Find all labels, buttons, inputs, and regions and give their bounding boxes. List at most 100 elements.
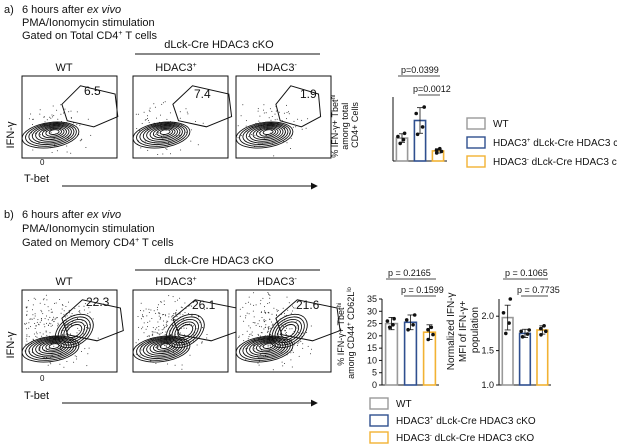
data-point: [439, 149, 444, 154]
panel-b-stimulation: PMA/Ionomycin stimulation: [22, 223, 155, 235]
bar-ytick-label: 10: [367, 355, 377, 365]
data-point: [507, 321, 511, 325]
data-point: [392, 316, 396, 321]
data-point: [519, 329, 523, 334]
bar-ytick-label: 30: [367, 306, 377, 316]
panel-b-header: 6 hours after ex vivo: [22, 209, 121, 221]
data-point: [420, 125, 425, 129]
data-point: [398, 141, 403, 146]
panel-b-xaxis-label: T-bet: [24, 390, 49, 402]
panel-a-gate-value-wt: 6.5: [84, 84, 101, 98]
bar-1: [518, 332, 532, 386]
panel-a-letter: a): [4, 4, 14, 16]
panel-a-pvalue-2: p=0.0012: [413, 84, 451, 94]
bar-1: [403, 321, 418, 386]
data-point: [387, 325, 392, 330]
panel-b-legend: WT HDAC3+ dLck-Cre HDAC3 cKO HDAC3- dLck…: [369, 397, 536, 444]
panel-b1-pvalues: p = 0.2165 p = 0.1599: [386, 268, 444, 297]
bar-ytick-label: 2.0: [481, 311, 494, 321]
legend-b-label-wt: WT: [396, 399, 412, 410]
data-point: [401, 137, 406, 142]
data-point: [434, 151, 439, 155]
data-point: [542, 324, 546, 328]
legend-a-swatch-hdac3-neg: [466, 155, 486, 168]
panel-b: b) 6 hours after ex vivo PMA/Ionomycin s…: [4, 209, 560, 444]
panel-b-plot-label-hdac3-pos: HDAC3+: [155, 276, 196, 288]
data-point: [504, 331, 508, 336]
panel-b-flow-plots: 22.3 26.1 21.6: [21, 289, 341, 373]
bar-ytick-label: 35: [367, 294, 377, 304]
legend-a-label-hdac3-pos: HDAC3+ dLck-Cre HDAC3 cKO: [493, 138, 617, 149]
data-point: [438, 146, 442, 151]
panel-a-pvalues: p=0.0399 p=0.0012: [398, 65, 451, 96]
panel-b-plot-label-wt: WT: [55, 276, 72, 288]
data-point: [508, 297, 513, 301]
flow-plot: [235, 289, 341, 373]
data-point: [422, 105, 427, 109]
panel-b-gate-value-hdac3-pos: 26.1: [192, 298, 216, 312]
bar-ytick-label: 1.0: [481, 380, 494, 390]
panel-a-plot-label-hdac3-neg: HDAC3-: [257, 62, 297, 74]
data-point: [411, 323, 415, 327]
legend-b-label-hdac3-pos: HDAC3+ dLck-Cre HDAC3 cKO: [396, 416, 536, 427]
panel-a: a) 6 hours after ex vivo PMA/Ionomycin s…: [4, 4, 617, 190]
data-point: [544, 329, 548, 334]
panel-b-tick-zero: 0: [40, 374, 45, 383]
data-point: [429, 325, 434, 330]
data-point: [527, 328, 531, 332]
panel-a-plot-label-hdac3-pos: HDAC3+: [155, 62, 196, 74]
data-point: [412, 313, 417, 317]
panel-b2-pvalue-1: p = 0.1065: [505, 268, 548, 278]
data-point: [525, 332, 530, 336]
legend-a-label-wt: WT: [493, 119, 509, 130]
panel-a-gating: Gated on Total CD4+ T cells: [22, 30, 157, 42]
data-point: [415, 132, 420, 137]
bar-ytick-label: 1.5: [481, 346, 494, 356]
data-point: [404, 318, 409, 322]
legend-b-swatch-hdac3-pos: [369, 414, 389, 427]
data-point: [402, 131, 407, 136]
flow-plot: [21, 75, 119, 159]
flow-plot: [21, 289, 124, 373]
legend-b-swatch-wt: [369, 397, 389, 410]
data-point: [539, 333, 543, 337]
panel-a-pvalue-1: p=0.0399: [401, 65, 439, 75]
panel-a-group-label: dLck-Cre HDAC3 cKO: [164, 39, 274, 51]
data-point: [431, 332, 435, 337]
flow-plot: [132, 289, 241, 373]
panel-a-bar-ylabel: % IFN-γ+ Tbethi among total CD4+ Cells: [327, 92, 360, 157]
panel-b1-pvalue-2: p = 0.1599: [401, 285, 444, 295]
legend-a-swatch-hdac3-pos: [466, 136, 486, 149]
panel-b1-pvalue-1: p = 0.2165: [388, 268, 431, 278]
legend-b-label-hdac3-neg: HDAC3- dLck-Cre HDAC3 cKO: [396, 433, 534, 444]
panel-a-plot-label-wt: WT: [55, 62, 72, 74]
panel-b-bar1-ylabel: % IFN-γ+ Tbethi among CD44+ CD62Llo: [333, 286, 356, 378]
data-point: [426, 337, 431, 342]
panel-a-gate-value-hdac3-pos: 7.4: [194, 87, 211, 101]
legend-a-label-hdac3-neg: HDAC3- dLck-Cre HDAC3 cKO: [493, 157, 617, 168]
panel-a-gate-value-hdac3-neg: 1.9: [300, 87, 317, 101]
panel-a-tick-zero: 0: [40, 158, 45, 167]
panel-b-gate-value-wt: 22.3: [86, 295, 110, 309]
data-point: [501, 311, 506, 315]
bar-2: [536, 329, 549, 386]
bar-ytick-label: 5: [372, 368, 377, 378]
legend-b-swatch-hdac3-neg: [369, 431, 389, 444]
panel-a-stimulation: PMA/Ionomycin stimulation: [22, 17, 155, 29]
panel-a-bar-chart: [392, 97, 447, 162]
data-point: [434, 148, 439, 153]
panel-b-gate-value-hdac3-neg: 21.6: [296, 298, 320, 312]
panel-a-legend: WT HDAC3+ dLck-Cre HDAC3 cKO HDAC3- dLck…: [466, 117, 617, 168]
data-point: [414, 111, 419, 116]
data-point: [539, 326, 543, 331]
data-point: [520, 335, 525, 339]
flow-plot: [235, 75, 332, 159]
data-point: [406, 327, 410, 332]
bar-ytick-label: 20: [367, 331, 377, 341]
bar-0: [384, 322, 399, 386]
data-point: [391, 323, 395, 327]
panel-b2-pvalue-2: p = 0.7735: [517, 285, 560, 295]
panel-a-header: 6 hours after ex vivo: [22, 4, 121, 16]
panel-b2-pvalues: p = 0.1065 p = 0.7735: [503, 268, 560, 297]
